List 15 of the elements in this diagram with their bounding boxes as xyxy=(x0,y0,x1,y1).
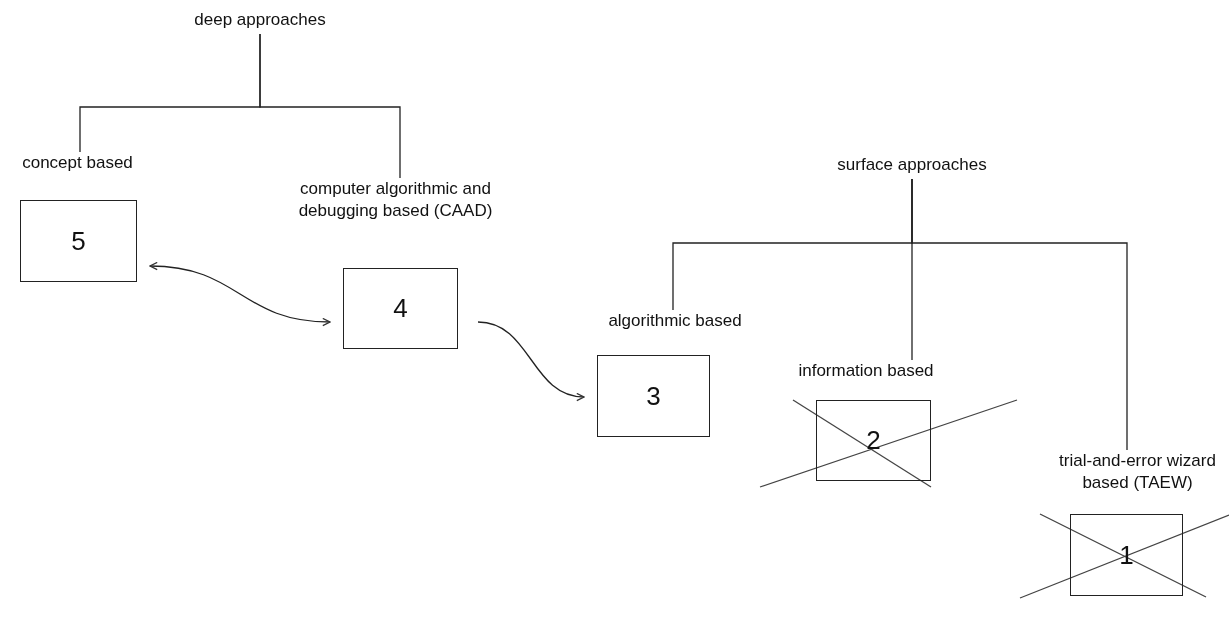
heading-text: algorithmic based xyxy=(607,310,743,332)
numbered-box: 3 xyxy=(597,355,710,437)
bracket-line xyxy=(259,33,401,179)
group-heading: surface approaches xyxy=(832,154,992,178)
heading-text: computer algorithmic and debugging based (CAAD) xyxy=(297,178,494,222)
bracket-line xyxy=(911,178,1128,451)
numbered-box: 5 xyxy=(20,200,137,282)
curved-arrow xyxy=(149,262,331,326)
group-heading: deep approaches xyxy=(185,9,335,33)
heading-text: concept based xyxy=(21,152,134,174)
heading-text: information based xyxy=(797,360,935,382)
curved-arrow xyxy=(477,321,585,401)
numbered-box: 4 xyxy=(343,268,458,349)
heading-text: trial-and-error wizard based (TAEW) xyxy=(1058,450,1217,494)
numbered-box: 2 xyxy=(816,400,931,481)
